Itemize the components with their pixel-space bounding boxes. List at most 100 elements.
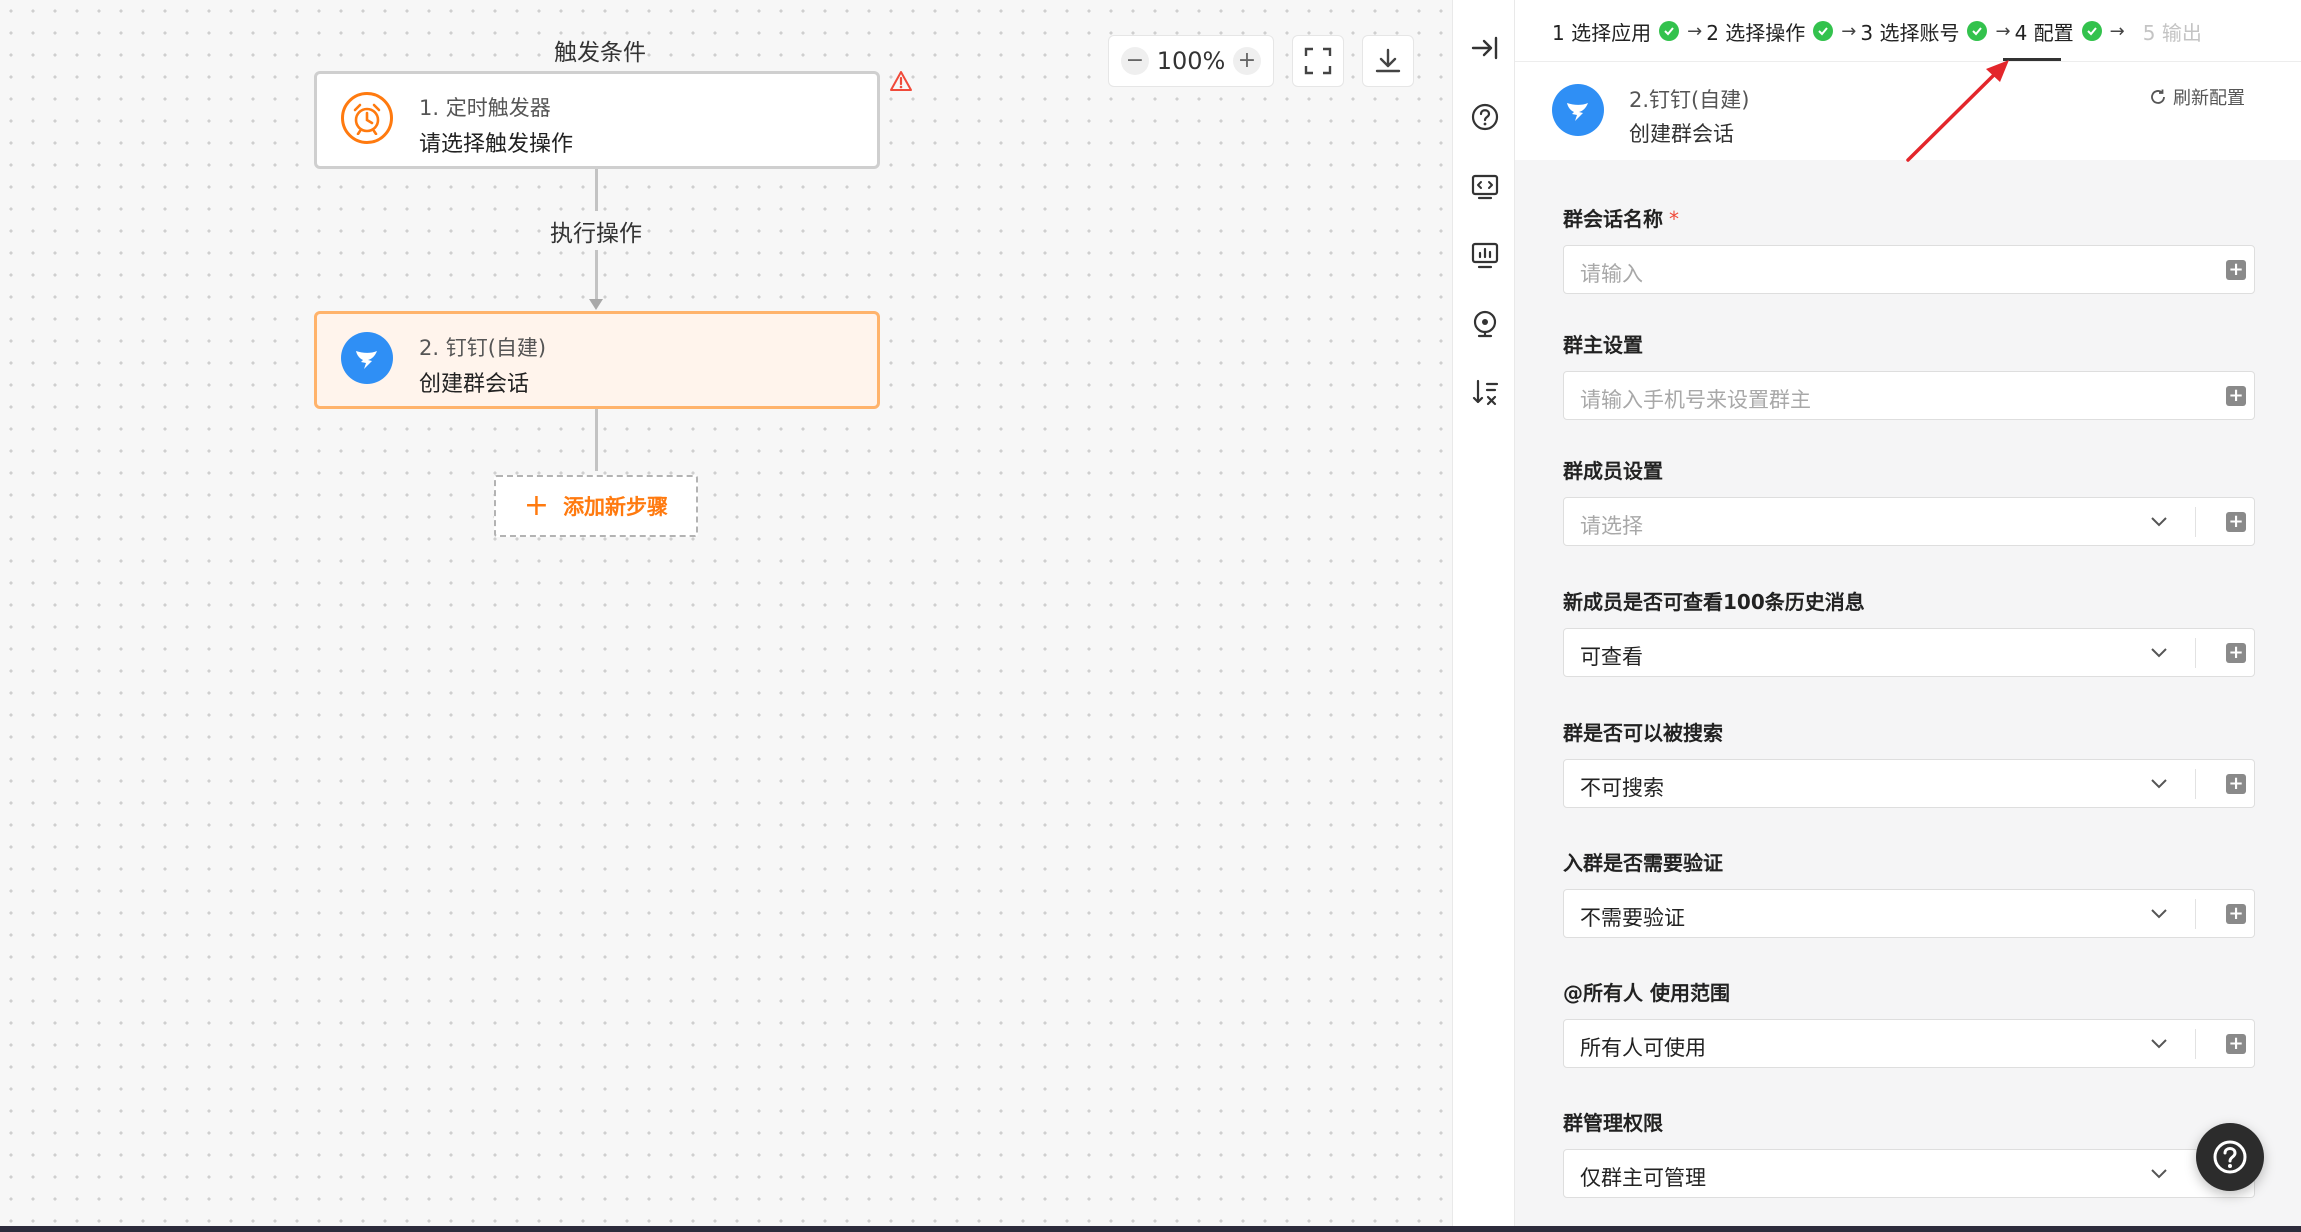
action-section-label: 执行操作 <box>550 221 642 247</box>
field-group-owner: 群主设置 请输入手机号来设置群主 + <box>1563 329 2255 420</box>
step-3[interactable]: 3 选择账号 <box>1860 17 1988 46</box>
active-step-indicator <box>2003 58 2061 61</box>
arrow-right-icon: → <box>1841 20 1857 42</box>
sort-icon[interactable] <box>1469 377 1501 409</box>
select-value: 所有人可使用 <box>1580 1036 1706 1060</box>
trigger-node[interactable]: 1. 定时触发器 请选择触发操作 <box>314 71 880 169</box>
chart-icon[interactable] <box>1469 239 1501 271</box>
field-join-verification: 入群是否需要验证 不需要验证 + <box>1563 847 2255 938</box>
arrow-right-icon: → <box>1687 20 1703 42</box>
zoom-level: 100% <box>1156 47 1226 75</box>
side-rail <box>1452 0 1515 1232</box>
field-label: 群会话名称* <box>1563 207 1679 231</box>
divider <box>2195 899 2196 929</box>
insert-variable-icon[interactable]: + <box>2226 260 2246 280</box>
field-label: 新成员是否可查看100条历史消息 <box>1563 590 1865 614</box>
field-label: 群是否可以被搜索 <box>1563 721 1723 745</box>
panel-app-title: 2.钉钉(自建) <box>1629 88 1750 112</box>
field-group-members: 群成员设置 请选择 + <box>1563 455 2255 546</box>
connector-line <box>595 169 598 211</box>
chevron-down-icon <box>2151 1039 2167 1049</box>
connector-line <box>595 409 598 471</box>
chevron-down-icon <box>2151 648 2167 658</box>
zoom-control: − 100% + <box>1108 35 1274 87</box>
insert-variable-icon[interactable]: + <box>2226 774 2246 794</box>
step-label: 5 输出 <box>2142 20 2202 45</box>
step-1[interactable]: 1 选择应用 <box>1552 17 1680 46</box>
select-value: 仅群主可管理 <box>1580 1166 1706 1190</box>
help-circle-icon[interactable] <box>1469 101 1501 133</box>
zoom-in-button[interactable]: + <box>1233 47 1261 75</box>
collapse-right-icon[interactable] <box>1469 32 1501 64</box>
code-icon[interactable] <box>1469 170 1501 202</box>
step-label: 3 选择账号 <box>1860 20 1960 45</box>
field-searchable: 群是否可以被搜索 不可搜索 + <box>1563 717 2255 808</box>
check-icon <box>1813 21 1834 41</box>
step-label: 2 选择操作 <box>1706 20 1806 45</box>
step-5[interactable]: 5 输出 <box>2143 17 2202 46</box>
select-value: 可查看 <box>1580 645 1643 669</box>
help-icon <box>2213 1140 2247 1174</box>
connector-line <box>595 250 598 300</box>
refresh-label: 刷新配置 <box>2173 88 2245 109</box>
history-visibility-select[interactable]: 可查看 + <box>1563 628 2255 677</box>
management-select[interactable]: 仅群主可管理 <box>1563 1149 2255 1198</box>
insert-variable-icon[interactable]: + <box>2226 512 2246 532</box>
field-management: 群管理权限 仅群主可管理 <box>1563 1107 2255 1198</box>
step-label: 4 配置 <box>2014 20 2074 45</box>
download-button[interactable] <box>1362 35 1414 87</box>
add-step-button[interactable]: + 添加新步骤 <box>494 475 698 537</box>
step-4[interactable]: 4 配置 <box>2015 17 2102 46</box>
refresh-config-button[interactable]: 刷新配置 <box>2149 84 2245 110</box>
chevron-down-icon <box>2151 1169 2167 1179</box>
check-icon <box>1659 21 1680 41</box>
chevron-down-icon <box>2151 517 2167 527</box>
select-value: 不需要验证 <box>1580 906 1685 930</box>
select-value: 不可搜索 <box>1580 776 1664 800</box>
divider <box>2195 638 2196 668</box>
insert-variable-icon[interactable]: + <box>2226 904 2246 924</box>
mention-all-select[interactable]: 所有人可使用 + <box>1563 1019 2255 1068</box>
input-placeholder: 请输入手机号来设置群主 <box>1580 388 1811 412</box>
group-owner-input[interactable]: 请输入手机号来设置群主 + <box>1563 371 2255 420</box>
flow-canvas[interactable]: 触发条件 1. 定时触发器 请选择触发操作 执行操作 2. 钉钉(自建 <box>0 0 1452 1232</box>
warning-icon[interactable] <box>889 70 913 92</box>
field-mention-all: @所有人 使用范围 所有人可使用 + <box>1563 977 2255 1068</box>
insert-variable-icon[interactable]: + <box>2226 386 2246 406</box>
searchable-select[interactable]: 不可搜索 + <box>1563 759 2255 808</box>
group-name-input[interactable]: 请输入 + <box>1563 245 2255 294</box>
chevron-down-icon <box>2151 779 2167 789</box>
field-history-visibility: 新成员是否可查看100条历史消息 可查看 + <box>1563 586 2255 677</box>
join-verification-select[interactable]: 不需要验证 + <box>1563 889 2255 938</box>
action-node-title: 2. 钉钉(自建) <box>419 336 547 360</box>
fullscreen-button[interactable] <box>1292 35 1344 87</box>
add-step-label: 添加新步骤 <box>563 495 669 519</box>
insert-variable-icon[interactable]: + <box>2226 1034 2246 1054</box>
insert-variable-icon[interactable]: + <box>2226 643 2246 663</box>
field-label: 入群是否需要验证 <box>1563 851 1723 875</box>
field-label: 群成员设置 <box>1563 459 1663 483</box>
location-icon[interactable] <box>1469 308 1501 340</box>
zoom-out-button[interactable]: − <box>1121 47 1149 75</box>
field-label: 群主设置 <box>1563 333 1643 357</box>
field-label: @所有人 使用范围 <box>1563 981 1730 1005</box>
dingtalk-icon <box>341 332 393 384</box>
trigger-section-label: 触发条件 <box>554 40 646 66</box>
fullscreen-icon <box>1304 47 1332 75</box>
arrow-right-icon: → <box>1995 20 2011 42</box>
select-placeholder: 请选择 <box>1580 514 1643 538</box>
required-mark: * <box>1669 207 1679 231</box>
trigger-node-subtitle: 请选择触发操作 <box>419 132 574 157</box>
action-node[interactable]: 2. 钉钉(自建) 创建群会话 <box>314 311 880 409</box>
step-label: 1 选择应用 <box>1552 20 1652 45</box>
step-2[interactable]: 2 选择操作 <box>1706 17 1834 46</box>
help-button[interactable] <box>2196 1123 2264 1191</box>
refresh-icon <box>2151 89 2165 104</box>
group-members-select[interactable]: 请选择 + <box>1563 497 2255 546</box>
divider <box>2195 769 2196 799</box>
check-icon <box>2081 21 2102 41</box>
field-group-name: 群会话名称* 请输入 + <box>1563 203 2255 294</box>
field-label: 群管理权限 <box>1563 1111 1663 1135</box>
action-node-subtitle: 创建群会话 <box>419 372 530 397</box>
divider <box>2195 507 2196 537</box>
